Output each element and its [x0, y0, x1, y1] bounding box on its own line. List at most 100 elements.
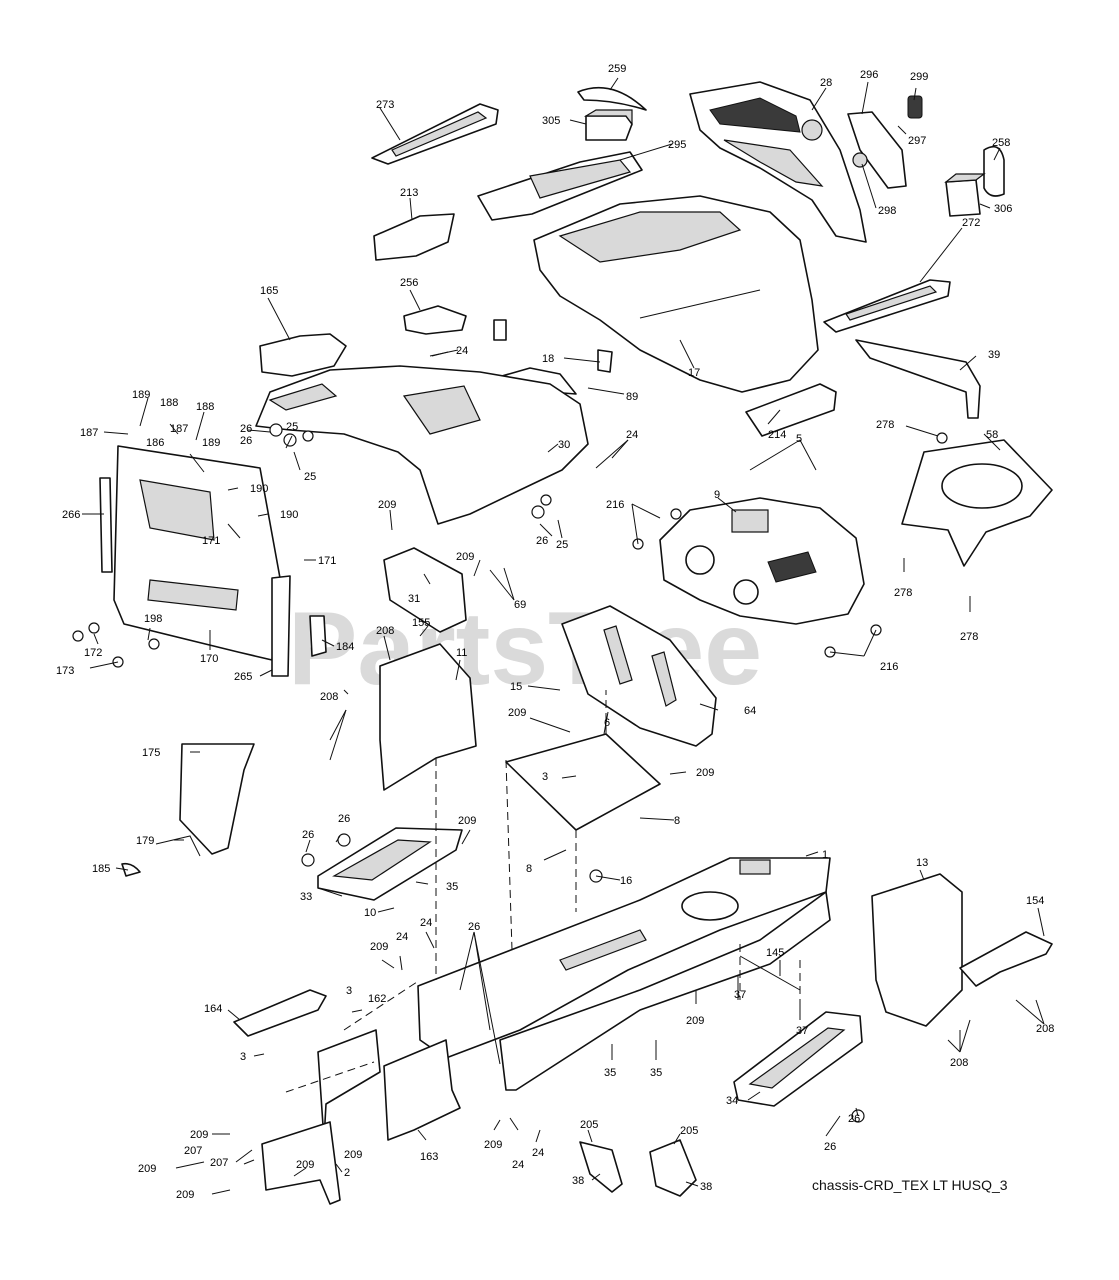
part-170-front-panel [113, 445, 281, 661]
callout-259: 259 [608, 63, 626, 75]
part-213-grille [373, 213, 455, 261]
callout-278-c: 278 [960, 631, 978, 643]
callout-26-a: 26 [240, 423, 252, 435]
callout-34: 34 [726, 1095, 738, 1107]
part-28-dash-panel [689, 81, 867, 243]
callout-145: 145 [766, 947, 784, 959]
callout-256: 256 [400, 277, 418, 289]
part-31-bracket [383, 547, 467, 633]
part-labels: 273 259 305 28 296 299 297 258 295 298 3… [56, 63, 1054, 1201]
callout-58: 58 [986, 429, 998, 441]
callout-179: 179 [136, 835, 154, 847]
part-58-fuel-housing [901, 439, 1053, 567]
callout-3-b: 3 [346, 985, 352, 997]
callout-209-b: 209 [456, 551, 474, 563]
callout-64: 64 [744, 705, 756, 717]
callout-39: 39 [988, 349, 1000, 361]
callout-26-b: 26 [240, 435, 252, 447]
callout-5: 5 [796, 433, 802, 445]
callout-15: 15 [510, 681, 522, 693]
part-163-side-plate [383, 1039, 461, 1141]
callout-295: 295 [668, 139, 686, 151]
callout-208-d: 208 [950, 1057, 968, 1069]
callout-24-f: 24 [532, 1147, 544, 1159]
callout-163: 163 [420, 1151, 438, 1163]
part-11-side-plate [379, 643, 477, 791]
callout-209-j: 209 [344, 1149, 362, 1161]
callout-18: 18 [542, 353, 554, 365]
callout-28: 28 [820, 77, 832, 89]
callout-189-b: 189 [202, 437, 220, 449]
callout-69: 69 [514, 599, 526, 611]
part-214-vent [745, 383, 837, 437]
callout-24-c: 24 [420, 917, 432, 929]
callout-184: 184 [336, 641, 354, 653]
callout-3-a: 3 [542, 771, 548, 783]
callout-25-a: 25 [286, 421, 298, 433]
callout-216-b: 216 [880, 661, 898, 673]
callout-24-e: 24 [512, 1159, 524, 1171]
callout-297: 297 [908, 135, 926, 147]
callout-298: 298 [878, 205, 896, 217]
part-13-rear-plate [871, 873, 963, 1027]
callout-8-b: 8 [526, 863, 532, 875]
callout-306: 306 [994, 203, 1012, 215]
part-18-tab [493, 319, 613, 373]
callout-305: 305 [542, 115, 560, 127]
part-154-bracket [959, 931, 1053, 987]
callout-154: 154 [1026, 895, 1044, 907]
part-9-dash-housing [659, 497, 865, 625]
callout-209-m: 209 [176, 1189, 194, 1201]
callout-209-k: 209 [138, 1163, 156, 1175]
callout-213: 213 [400, 187, 418, 199]
callout-175: 175 [142, 747, 160, 759]
callout-26-h: 26 [824, 1141, 836, 1153]
callout-173: 173 [56, 665, 74, 677]
part-273-side-rail [371, 103, 499, 165]
callout-188-b: 188 [196, 401, 214, 413]
part-305-block [583, 109, 633, 141]
part-17-hood [533, 195, 819, 393]
part-179-rod [155, 835, 201, 857]
part-256-cover [403, 305, 467, 335]
callout-171-a: 171 [202, 535, 220, 547]
callout-273: 273 [376, 99, 394, 111]
callout-278-b: 278 [894, 587, 912, 599]
part-175-shield [179, 743, 255, 855]
callout-35-a: 35 [446, 881, 458, 893]
callout-10: 10 [364, 907, 376, 919]
callout-17: 17 [688, 367, 700, 379]
callout-209-e: 209 [458, 815, 476, 827]
part-259-visor [577, 86, 647, 111]
part-145-rod [739, 955, 801, 991]
callout-25-b: 25 [304, 471, 316, 483]
callout-31: 31 [408, 593, 420, 605]
part-265-strip [271, 575, 291, 677]
callout-155: 155 [412, 617, 430, 629]
part-272-rail [823, 279, 951, 333]
callout-198: 198 [144, 613, 162, 625]
callout-205-a: 205 [580, 1119, 598, 1131]
callout-272: 272 [962, 217, 980, 229]
callout-2: 2 [344, 1167, 350, 1179]
callout-171-b: 171 [318, 555, 336, 567]
leader-lines [82, 77, 1045, 1195]
part-39-bracket [855, 339, 981, 419]
callout-24-a: 24 [456, 345, 468, 357]
part-38-bracket-right [649, 1139, 697, 1197]
callout-207-b: 207 [210, 1157, 228, 1169]
callout-16: 16 [620, 875, 632, 887]
callout-9: 9 [714, 489, 720, 501]
callout-209-l: 209 [296, 1159, 314, 1171]
part-185-handle [121, 862, 141, 877]
part-164-plate [233, 989, 327, 1037]
callout-26-c: 26 [536, 535, 548, 547]
part-38-bracket-left [579, 1141, 623, 1193]
callout-165: 165 [260, 285, 278, 297]
callout-216-a: 216 [606, 499, 624, 511]
part-184-clip [309, 615, 327, 657]
callout-24-d: 24 [396, 931, 408, 943]
callout-207-a: 207 [184, 1145, 202, 1157]
part-2-front-bracket [261, 1121, 341, 1205]
